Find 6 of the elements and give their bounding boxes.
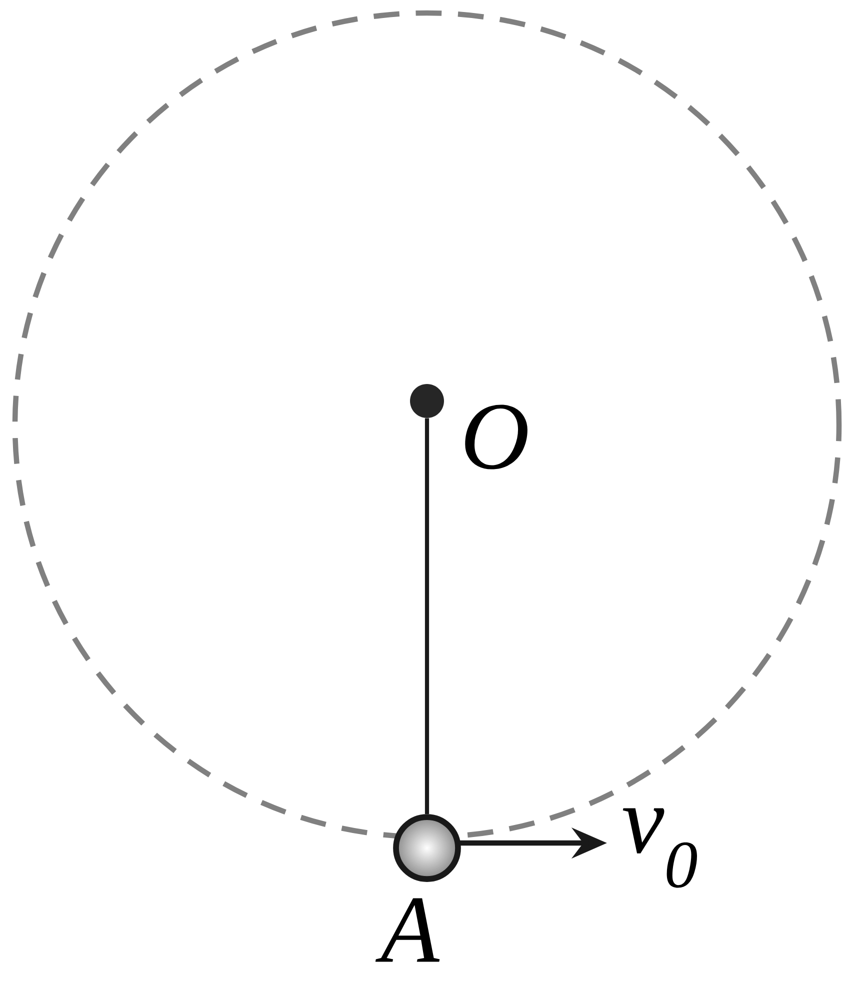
ball [393, 814, 461, 882]
point-label: A [375, 898, 440, 962]
velocity-label: v$_{0}$ [622, 808, 697, 888]
pivot-dot [410, 384, 444, 418]
rod [424, 418, 430, 814]
point-label: O [465, 404, 528, 470]
